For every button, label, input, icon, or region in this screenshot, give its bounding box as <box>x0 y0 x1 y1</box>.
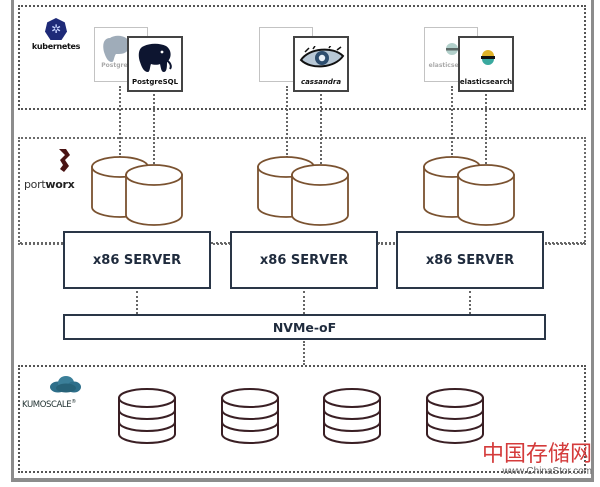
storage-node-2 <box>221 388 279 444</box>
frame-border-left <box>11 0 14 482</box>
elasticsearch-icon <box>481 50 495 65</box>
app-card-cassandra: cassandra <box>293 36 349 92</box>
connector-elasticsearch <box>485 94 487 164</box>
volume-cylinder-front-3 <box>457 164 515 226</box>
portworx-label-bold: worx <box>45 178 75 191</box>
app-card-elasticsearch: elasticsearch <box>458 36 514 92</box>
connector-server-3-nvme <box>469 291 471 314</box>
nvme-of-fabric: NVMe-oF <box>63 314 546 340</box>
connector-cassandra-replica <box>286 86 288 158</box>
connector-postgresql <box>153 94 155 164</box>
elasticsearch-label: elasticsearch <box>459 78 513 86</box>
connector-cassandra <box>320 94 322 164</box>
kumoscale-label: KUMOSCALE <box>22 399 72 410</box>
frame-border-bottom <box>11 478 594 482</box>
postgresql-elephant-icon <box>138 43 172 72</box>
x86-server-1: x86 SERVER <box>63 231 211 289</box>
kumoscale-logo: KUMOSCALE® <box>22 375 94 410</box>
watermark-chinese: 中国存储网 <box>481 442 592 467</box>
postgresql-replica-label: PostgreSQL <box>101 62 141 69</box>
connector-server-3-band <box>545 242 585 244</box>
kumoscale-cloud-icon <box>50 376 81 393</box>
elasticsearch-icon-faded <box>446 43 458 55</box>
kubernetes-layer <box>18 5 586 110</box>
storage-node-4 <box>426 388 484 444</box>
kumoscale-layer <box>18 365 586 473</box>
cassandra-eye-icon <box>299 46 345 68</box>
x86-server-2: x86 SERVER <box>230 231 378 289</box>
elasticsearch-replica-label: elasticsearch <box>428 62 474 69</box>
portworx-label-light: port <box>24 178 46 191</box>
kubernetes-logo: ✲ kubernetes <box>28 18 84 51</box>
connector-server-2-nvme <box>303 291 305 314</box>
volume-cylinder-front-1 <box>125 164 183 226</box>
storage-node-1 <box>118 388 176 444</box>
postgresql-label: PostgreSQL <box>131 78 179 86</box>
frame-border-right <box>591 0 594 482</box>
x86-server-3: x86 SERVER <box>396 231 544 289</box>
storage-node-3 <box>323 388 381 444</box>
volume-cylinder-front-2 <box>291 164 349 226</box>
kumoscale-trademark: ® <box>71 399 76 405</box>
connector-nvme-kumoscale <box>303 341 305 365</box>
connector-elasticsearch-replica <box>451 86 453 158</box>
watermark: 中国存储网 www.ChinaStor.com <box>481 442 592 478</box>
watermark-url: www.ChinaStor.com <box>502 466 592 477</box>
connector-postgresql-replica <box>119 86 121 158</box>
connector-band-server-1 <box>20 242 63 244</box>
postgresql-elephant-icon-faded <box>103 35 130 62</box>
connector-server-1-2 <box>211 242 230 244</box>
portworx-logo: portworx <box>24 147 84 191</box>
app-card-postgresql: PostgreSQL <box>127 36 183 92</box>
connector-server-2-3 <box>378 242 395 244</box>
kubernetes-helm-icon: ✲ <box>45 18 67 40</box>
cassandra-label: cassandra <box>300 78 342 86</box>
portworx-mark-icon <box>59 149 70 172</box>
kubernetes-label: kubernetes <box>31 42 81 51</box>
connector-server-1-nvme <box>136 291 138 314</box>
